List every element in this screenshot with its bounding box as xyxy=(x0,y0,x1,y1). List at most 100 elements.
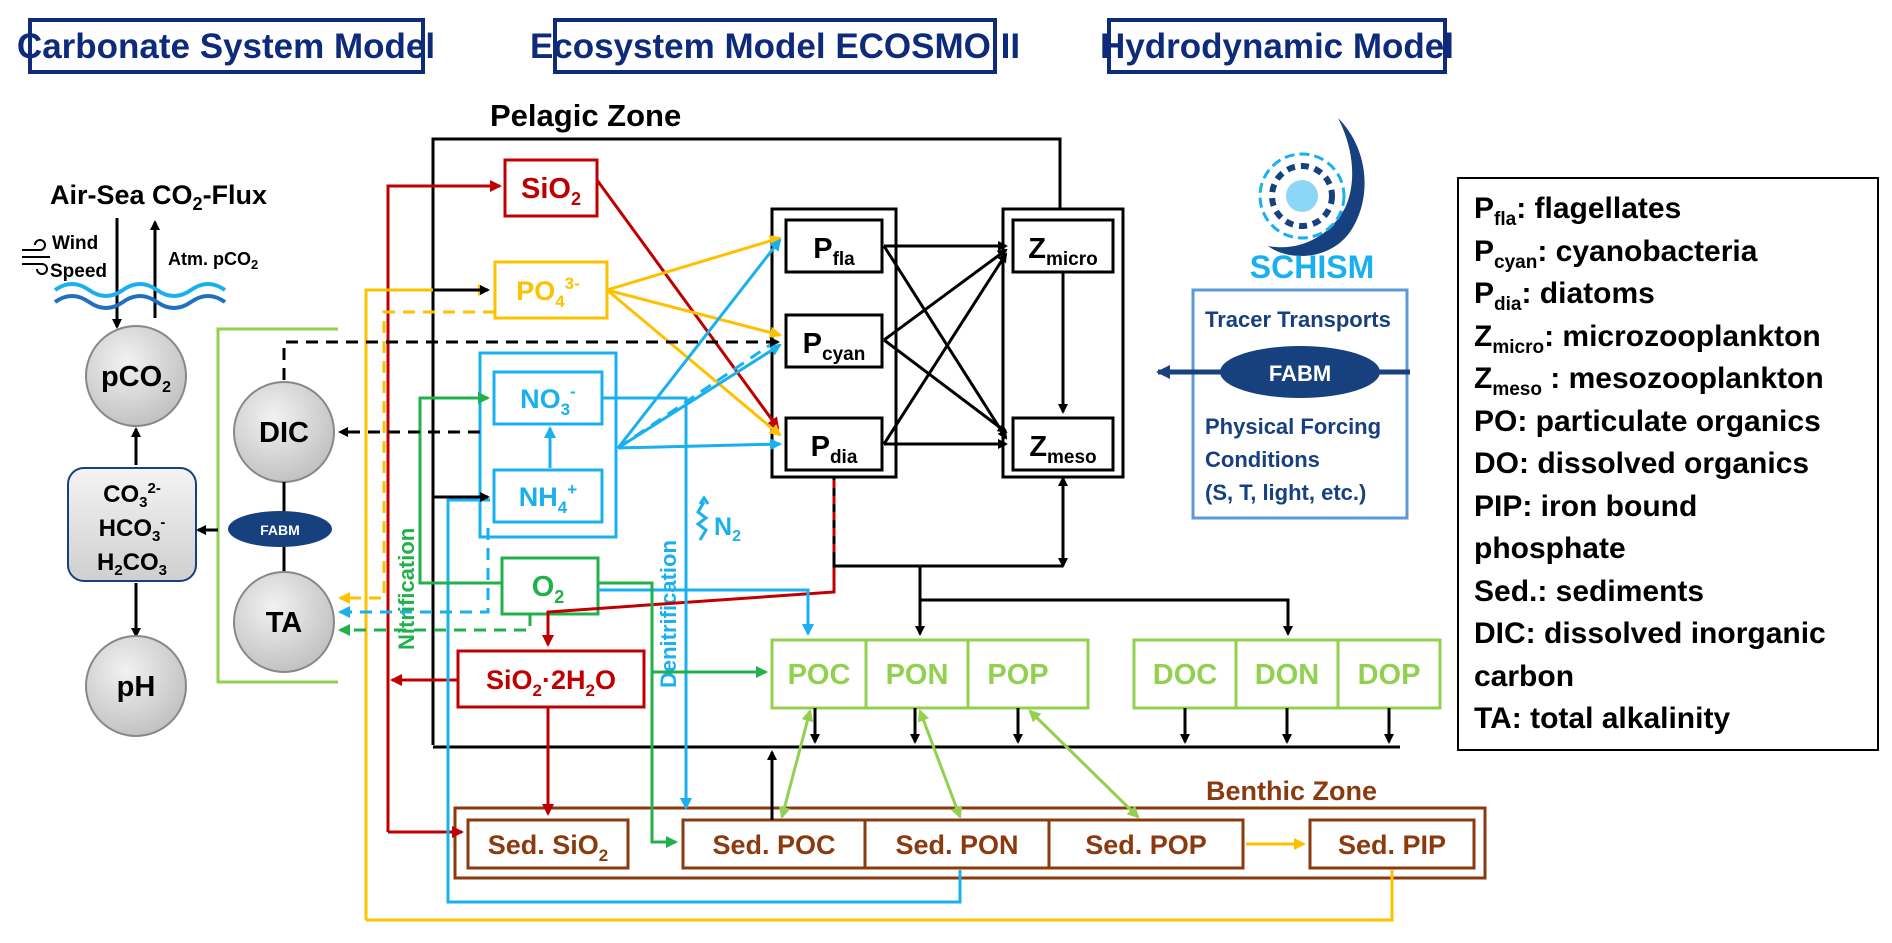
svg-text:Zmeso: Zmeso xyxy=(1029,431,1096,468)
particulate-organics-group: POC PON POP xyxy=(770,638,1090,710)
svg-text:Sed. SiO2: Sed. SiO2 xyxy=(488,830,609,865)
svg-text:NH4+: NH4+ xyxy=(519,480,577,517)
node-ta: TA xyxy=(233,571,335,673)
dissolved-organics-group: DOC DON DOP xyxy=(1132,638,1442,710)
svg-text:O2: O2 xyxy=(532,571,565,607)
svg-text:DIC: DIC xyxy=(259,417,309,449)
svg-text:H2CO3: H2CO3 xyxy=(97,549,167,579)
n2-gas-icon xyxy=(695,495,710,541)
tracer-transports-label: Tracer Transports xyxy=(1205,307,1391,332)
nitrogen-group-frame xyxy=(478,351,618,539)
svg-text:CO32-: CO32- xyxy=(103,480,161,511)
node-sio2: SiO2 xyxy=(503,158,599,218)
svg-text:pCO2: pCO2 xyxy=(101,361,171,396)
benthic-zone-title: Benthic Zone xyxy=(1206,776,1377,806)
header-carbonate: Carbonate System Model xyxy=(17,18,435,74)
node-sed-pip: Sed. PIP xyxy=(1308,818,1476,870)
legend-entry: phosphate xyxy=(1474,532,1626,565)
benthic-frame xyxy=(453,806,1487,880)
svg-text:Pfla: Pfla xyxy=(813,233,855,270)
legend-entry: DIC: dissolved inorganic xyxy=(1474,617,1826,650)
wind-icon xyxy=(22,239,50,275)
physical-forcing-label-1: Physical Forcing xyxy=(1205,414,1381,439)
legend-entry: carbon xyxy=(1474,660,1574,693)
node-ph: pH xyxy=(85,635,187,737)
dop-label: DOP xyxy=(1358,659,1421,691)
n2-label: N2 xyxy=(714,513,741,545)
node-no3: NO3- xyxy=(492,370,604,426)
legend-entry: Zmicro: microzooplankton xyxy=(1474,320,1821,358)
svg-text:PO43-: PO43- xyxy=(516,274,580,311)
node-sed-pop: Sed. POP xyxy=(1047,818,1245,870)
nitrification-label: Nitrification xyxy=(394,528,419,650)
node-p-dia: Pdia xyxy=(784,416,884,472)
svg-text:Pdia: Pdia xyxy=(811,431,858,468)
silica-flows xyxy=(386,179,836,838)
node-p-fla: Pfla xyxy=(784,218,884,274)
black-flows xyxy=(282,241,1394,820)
hydro-panel-frame xyxy=(1191,288,1409,520)
legend-entry: Pfla: flagellates xyxy=(1474,192,1681,230)
svg-text:SiO2·2H2O: SiO2·2H2O xyxy=(486,665,616,700)
node-sed-poc: Sed. POC xyxy=(681,818,867,870)
doc-label: DOC xyxy=(1153,659,1218,691)
pelagic-frame xyxy=(431,137,1062,745)
svg-text:Sed. POP: Sed. POP xyxy=(1085,830,1207,860)
node-biogenic-silica: SiO2·2H2O xyxy=(456,649,646,709)
node-dic: DIC xyxy=(233,381,335,483)
node-p-cyan: Pcyan xyxy=(784,313,884,369)
svg-text:NO3-: NO3- xyxy=(520,382,576,419)
svg-text:TA: TA xyxy=(266,607,303,639)
schism-label: SCHISM xyxy=(1250,249,1374,285)
svg-text:HCO3-: HCO3- xyxy=(99,514,166,545)
physical-forcing-label-2: Conditions xyxy=(1205,447,1320,472)
fabm-badge-hydro: FABM xyxy=(1220,346,1380,398)
node-po4: PO43- xyxy=(493,260,609,320)
fabm-badge-carbonate: FABM xyxy=(228,511,332,547)
svg-text:FABM: FABM xyxy=(1269,361,1331,386)
physical-forcing-label-3: (S, T, light, etc.) xyxy=(1205,480,1366,505)
particulate-sediment-exchange xyxy=(778,709,1140,819)
node-pco2: pCO2 xyxy=(85,325,187,427)
node-nh4: NH4+ xyxy=(492,468,604,524)
legend-entry: PIP: iron bound xyxy=(1474,490,1697,523)
node-z-micro: Zmicro xyxy=(1011,218,1115,274)
carbonate-coupling-bracket xyxy=(216,327,338,684)
header-ecosystem: Ecosystem Model ECOSMO II xyxy=(530,18,1020,74)
svg-text:Zmicro: Zmicro xyxy=(1028,233,1097,270)
atm-pco2-label: Atm. pCO2 xyxy=(168,249,258,272)
legend-entry: Pcyan: cyanobacteria xyxy=(1474,235,1758,273)
pon-label: PON xyxy=(886,659,949,691)
legend-entry: DO: dissolved organics xyxy=(1474,447,1809,480)
sea-waves xyxy=(53,282,227,310)
legend-entries: Pfla: flagellates Pcyan: cyanobacteria P… xyxy=(1474,192,1826,735)
legend-entry: Zmeso : mesozooplankton xyxy=(1474,362,1824,400)
don-label: DON xyxy=(1255,659,1319,691)
svg-text:Sed. POC: Sed. POC xyxy=(712,830,835,860)
header-ecosystem-label: Ecosystem Model ECOSMO II xyxy=(530,27,1020,66)
oxygen-flows xyxy=(338,392,768,848)
node-o2: O2 xyxy=(500,556,600,616)
svg-text:Sed. PIP: Sed. PIP xyxy=(1338,830,1446,860)
node-z-meso: Zmeso xyxy=(1011,416,1115,472)
legend-entry: Sed.: sediments xyxy=(1474,575,1704,608)
node-sed-pon: Sed. PON xyxy=(863,818,1051,870)
svg-text:SiO2: SiO2 xyxy=(521,173,581,209)
header-carbonate-label: Carbonate System Model xyxy=(17,27,435,66)
svg-text:pH: pH xyxy=(117,671,156,703)
node-carbonate-species: CO32- HCO3- H2CO3 xyxy=(67,467,197,582)
wind-label: Wind xyxy=(52,233,98,254)
svg-text:FABM: FABM xyxy=(260,522,300,538)
pop-label: POP xyxy=(987,659,1048,691)
denitrification-label: Denitrification xyxy=(656,540,681,688)
legend-entry: TA: total alkalinity xyxy=(1474,702,1730,735)
svg-text:Pcyan: Pcyan xyxy=(803,328,866,365)
poc-label: POC xyxy=(788,659,851,691)
pelagic-zone-title: Pelagic Zone xyxy=(490,98,681,133)
header-hydro-label: Hydrodynamic Model xyxy=(1100,27,1454,66)
legend-entry: PO: particulate organics xyxy=(1474,405,1821,438)
legend-entry: Pdia: diatoms xyxy=(1474,277,1655,315)
header-hydro: Hydrodynamic Model xyxy=(1100,18,1454,74)
node-sed-sio2: Sed. SiO2 xyxy=(466,818,630,870)
